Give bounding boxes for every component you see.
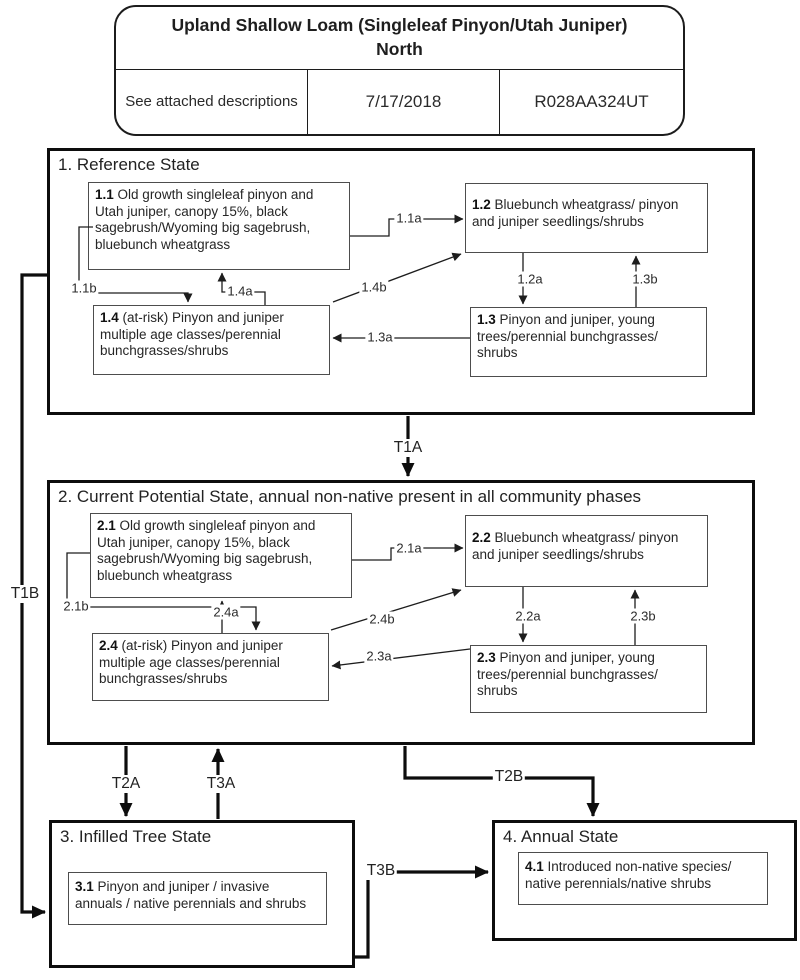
phase-box-1-1-num: 1.1 xyxy=(95,187,114,202)
arrow-label-2-4b: 2.4b xyxy=(367,611,397,627)
state-1-title: 1. Reference State xyxy=(58,155,200,174)
arrow-label-2-2a: 2.2a xyxy=(513,608,543,624)
phase-box-3-1: 3.1 Pinyon and juniper / invasive annual… xyxy=(68,872,327,925)
arrow-label-2-3a: 2.3a xyxy=(364,648,394,664)
header-row: See attached descriptions 7/17/2018 R028… xyxy=(116,70,683,134)
arrow-label-1-4a: 1.4a xyxy=(225,283,255,299)
arrow-label-1-3b: 1.3b xyxy=(630,271,660,287)
transition-T3B xyxy=(355,865,489,959)
phase-box-2-4-num: 2.4 xyxy=(99,638,118,653)
phase-box-4-1-num: 4.1 xyxy=(525,859,544,874)
phase-box-2-4-text: (at-risk) Pinyon and juniper multiple ag… xyxy=(99,638,283,687)
phase-box-2-2-text: Bluebunch wheatgrass/ pinyon and juniper… xyxy=(472,530,679,562)
transition-label-T2A: T2A xyxy=(109,775,143,793)
phase-box-1-1: 1.1 Old growth singleleaf pinyon and Uta… xyxy=(88,182,350,270)
transition-label-T1B: T1B xyxy=(8,585,42,603)
site-title-line2: North xyxy=(376,39,423,59)
state-3-title: 3. Infilled Tree State xyxy=(60,827,212,846)
phase-box-2-1-num: 2.1 xyxy=(97,518,116,533)
phase-box-2-1-text: Old growth singleleaf pinyon and Utah ju… xyxy=(97,518,316,584)
phase-box-1-2-num: 1.2 xyxy=(472,197,491,212)
phase-box-2-3: 2.3 Pinyon and juniper, young trees/pere… xyxy=(470,645,707,713)
arrow-label-2-1a: 2.1a xyxy=(394,540,424,556)
transition-label-T3B: T3B xyxy=(364,862,398,880)
phase-box-1-2: 1.2 Bluebunch wheatgrass/ pinyon and jun… xyxy=(465,183,708,253)
phase-box-1-3-text: Pinyon and juniper, young trees/perennia… xyxy=(477,312,658,361)
phase-box-4-1: 4.1 Introduced non-native species/ nativ… xyxy=(518,852,768,905)
phase-box-2-3-num: 2.3 xyxy=(477,650,496,665)
phase-box-2-2: 2.2 Bluebunch wheatgrass/ pinyon and jun… xyxy=(465,515,708,587)
state-2-title: 2. Current Potential State, annual non-n… xyxy=(58,487,642,506)
arrow-label-2-3b: 2.3b xyxy=(628,608,658,624)
transition-label-T1A: T1A xyxy=(391,439,425,457)
phase-box-1-4: 1.4 (at-risk) Pinyon and juniper multipl… xyxy=(93,305,330,375)
site-title-line1: Upland Shallow Loam (Singleleaf Pinyon/U… xyxy=(171,15,628,36)
header-box: Upland Shallow Loam (Singleleaf Pinyon/U… xyxy=(114,5,685,136)
header-cell-site-id: R028AA324UT xyxy=(499,70,683,134)
state-4-title: 4. Annual State xyxy=(503,827,619,846)
transition-label-T2B: T2B xyxy=(492,768,526,786)
phase-box-4-1-text: Introduced non-native species/ native pe… xyxy=(525,859,732,891)
phase-box-3-1-num: 3.1 xyxy=(75,879,94,894)
phase-box-1-2-text: Bluebunch wheatgrass/ pinyon and juniper… xyxy=(472,197,679,229)
arrow-label-1-2a: 1.2a xyxy=(515,271,545,287)
phase-box-1-1-text: Old growth singleleaf pinyon and Utah ju… xyxy=(95,187,314,253)
transition-label-T3A: T3A xyxy=(204,775,238,793)
arrow-label-1-1b: 1.1b xyxy=(69,280,99,296)
phase-box-2-4: 2.4 (at-risk) Pinyon and juniper multipl… xyxy=(92,633,329,701)
phase-box-1-4-text: (at-risk) Pinyon and juniper multiple ag… xyxy=(100,310,284,359)
arrow-label-1-3a: 1.3a xyxy=(365,329,395,345)
phase-box-1-4-num: 1.4 xyxy=(100,310,119,325)
header-cell-descriptions: See attached descriptions xyxy=(125,92,298,110)
arrow-label-1-1a: 1.1a xyxy=(394,210,424,226)
phase-box-2-3-text: Pinyon and juniper, young trees/perennia… xyxy=(477,650,658,699)
header-cell-date: 7/17/2018 xyxy=(307,70,499,134)
phase-box-2-2-num: 2.2 xyxy=(472,530,491,545)
arrow-label-2-4a: 2.4a xyxy=(211,604,241,620)
phase-box-1-3-num: 1.3 xyxy=(477,312,496,327)
arrow-label-2-1b: 2.1b xyxy=(61,598,91,614)
arrow-label-1-4b: 1.4b xyxy=(359,279,389,295)
phase-box-3-1-text: Pinyon and juniper / invasive annuals / … xyxy=(75,879,307,911)
site-title: Upland Shallow Loam (Singleleaf Pinyon/U… xyxy=(116,7,683,70)
phase-box-2-1: 2.1 Old growth singleleaf pinyon and Uta… xyxy=(90,513,352,598)
phase-box-1-3: 1.3 Pinyon and juniper, young trees/pere… xyxy=(470,307,707,377)
